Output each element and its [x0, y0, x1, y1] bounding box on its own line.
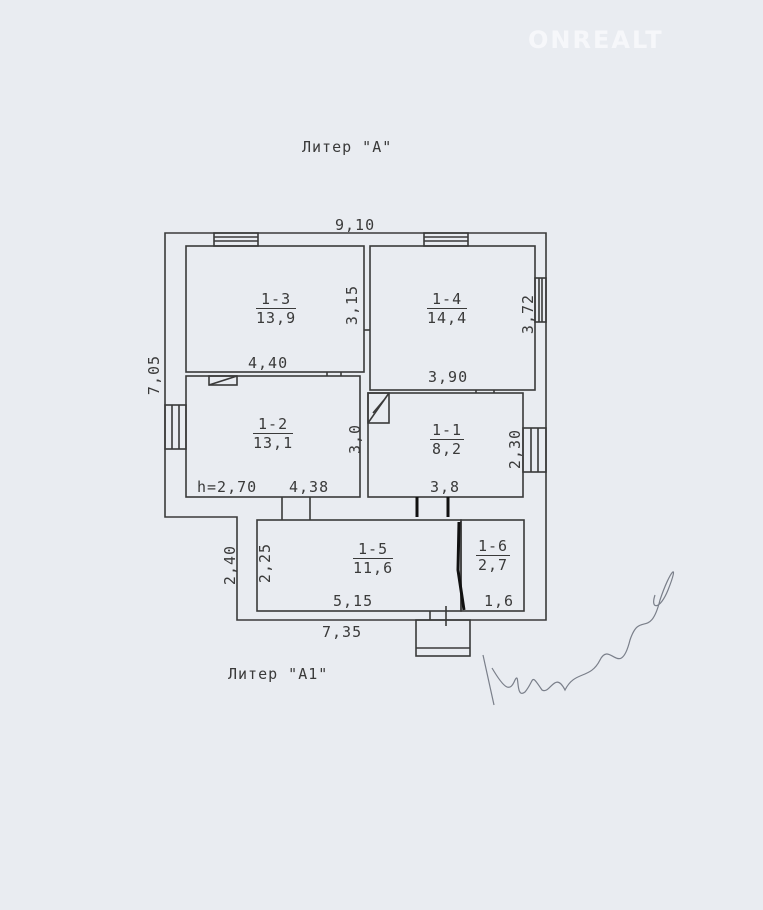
dim-room13-height: 3,15 [343, 284, 362, 326]
dim-room12-width: 4,38 [289, 478, 330, 496]
dim-left-height: 7,05 [145, 354, 164, 396]
dim-a1-bottom-width: 7,35 [322, 623, 363, 641]
ceiling-height: h=2,70 [197, 478, 258, 496]
dim-room13-width: 4,40 [248, 354, 289, 372]
dim-room15-width: 5,15 [333, 592, 374, 610]
dim-room16-width: 1,6 [484, 592, 515, 610]
dim-room11-width: 3,8 [430, 478, 461, 496]
window-marks [164, 232, 547, 473]
room-1-6-outline [460, 519, 525, 612]
dim-top-width: 9,10 [335, 216, 376, 234]
dim-room11-height: 2,30 [506, 428, 525, 470]
dim-a1-left-height: 2,40 [221, 544, 240, 586]
dim-room14-height: 3,72 [519, 293, 538, 335]
watermark-logo: ONREALT [528, 26, 664, 54]
dim-room12-height: 3,0 [346, 423, 365, 455]
title-liter-a1: Литер "А1" [228, 665, 329, 683]
room-1-3-outline [185, 245, 365, 373]
title-liter-a: Литер "А" [302, 138, 393, 156]
signature [482, 571, 675, 706]
outer-wall [164, 232, 547, 621]
porch-outline [415, 619, 471, 657]
dim-room14-width: 3,90 [428, 368, 469, 386]
dim-room15-height: 2,25 [256, 542, 275, 584]
